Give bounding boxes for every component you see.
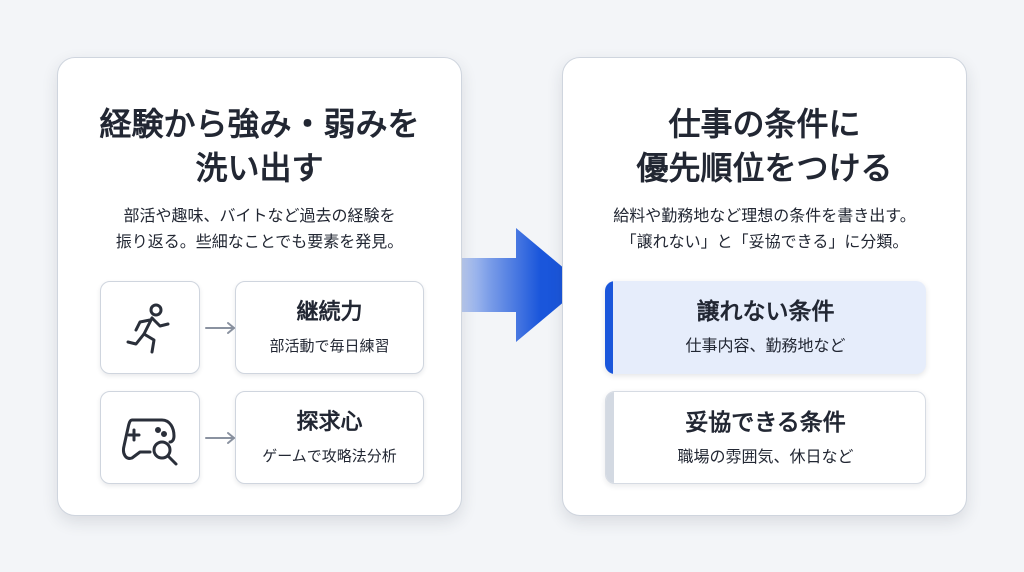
example-icon-box <box>100 281 200 374</box>
card-title-line2: 洗い出す <box>195 149 324 187</box>
accent-bar <box>605 281 613 374</box>
trait-subtitle: ゲームで攻略法分析 <box>262 447 397 465</box>
condition-subtitle: 職場の雰囲気、休日など <box>677 447 854 466</box>
arrow-right-icon <box>205 432 235 444</box>
card-description-line2: 振り返る。些細なことでも要素を発見。 <box>115 232 404 251</box>
condition-title: 妥協できる条件 <box>685 410 846 436</box>
condition-title: 譲れない条件 <box>696 299 835 325</box>
example-trait-box: 探求心 ゲームで攻略法分析 <box>235 391 424 484</box>
running-person-icon <box>126 303 170 353</box>
self-analysis-card: 経験から強み・弱みを 洗い出す 部活や趣味、バイトなど過去の経験を 振り返る。些… <box>57 57 462 516</box>
non-negotiable-condition-box: 譲れない条件 仕事内容、勤務地など <box>605 281 926 374</box>
trait-subtitle: 部活動で毎日練習 <box>269 337 390 355</box>
negotiable-condition-box: 妥協できる条件 職場の雰囲気、休日など <box>605 391 926 484</box>
card-title-line1: 仕事の条件に <box>668 105 861 143</box>
card-description-line1: 部活や趣味、バイトなど過去の経験を <box>123 206 396 225</box>
trait-title: 継続力 <box>296 300 363 325</box>
card-description-line1: 給料や勤務地など理想の条件を書き出す。 <box>613 206 916 225</box>
card-title-line2: 優先順位をつける <box>636 149 893 187</box>
big-arrow-icon <box>438 228 584 342</box>
condition-subtitle: 仕事内容、勤務地など <box>685 336 846 355</box>
example-icon-box <box>100 391 200 484</box>
job-priority-card: 仕事の条件に 優先順位をつける 給料や勤務地など理想の条件を書き出す。 「譲れな… <box>562 57 967 516</box>
card-description-line2: 「譲れない」と「妥協できる」に分類。 <box>620 232 909 251</box>
arrow-right-icon <box>205 322 235 334</box>
example-trait-box: 継続力 部活動で毎日練習 <box>235 281 424 374</box>
game-controller-search-icon <box>122 418 178 465</box>
trait-title: 探求心 <box>296 410 363 435</box>
card-title-line1: 経験から強み・弱みを <box>99 105 420 143</box>
accent-bar <box>606 392 614 483</box>
